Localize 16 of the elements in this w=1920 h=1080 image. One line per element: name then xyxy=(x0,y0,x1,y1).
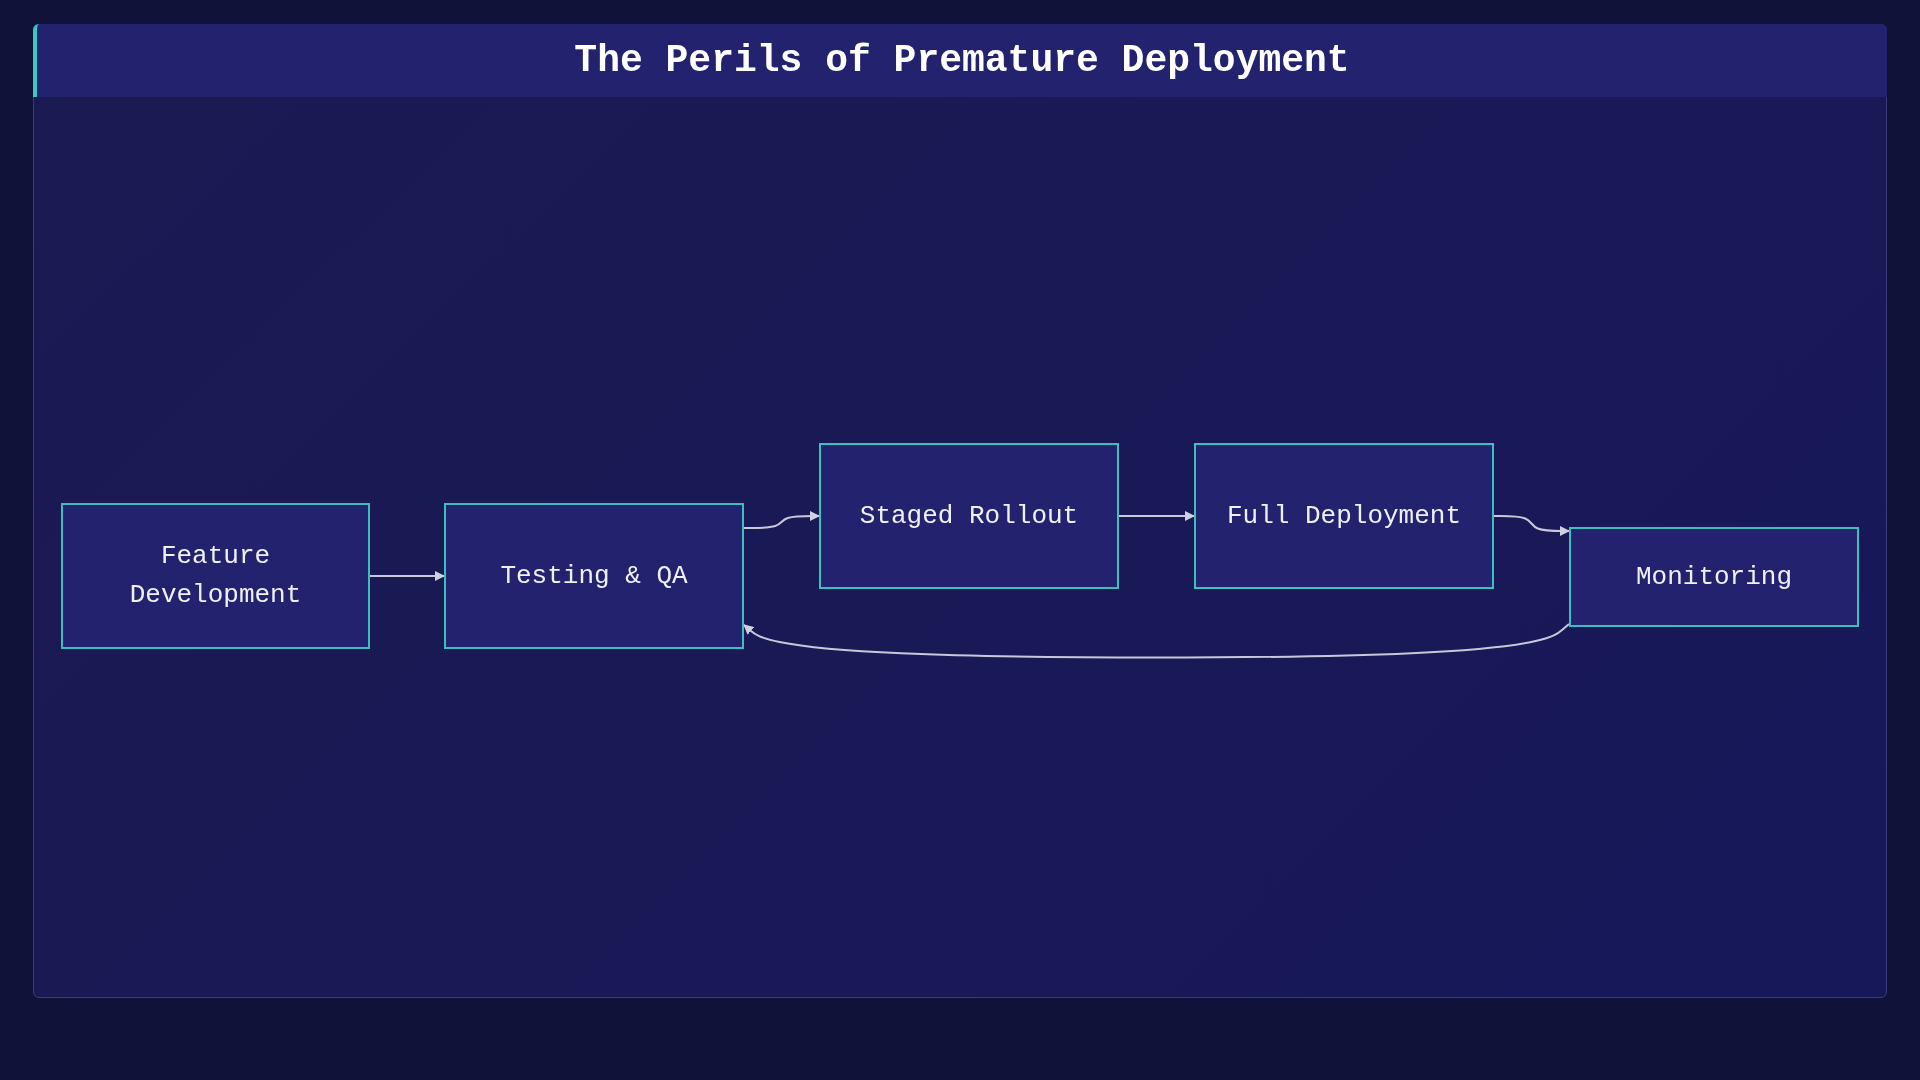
arrow xyxy=(1493,515,1570,536)
arrow xyxy=(369,571,445,581)
arrow xyxy=(743,623,1570,659)
node-label: Full Deployment xyxy=(1225,499,1462,533)
node-label: Testing & QA xyxy=(499,559,689,593)
node-label: Staged Rollout xyxy=(858,499,1080,533)
title: The Perils of Premature Deployment xyxy=(574,39,1350,82)
arrow xyxy=(1118,511,1195,521)
node-label: Monitoring xyxy=(1635,560,1793,594)
process-box xyxy=(1194,443,1494,589)
arrow xyxy=(743,511,820,529)
process-box xyxy=(819,443,1119,589)
process-box xyxy=(444,503,744,649)
process-box xyxy=(1569,527,1859,627)
node-label: Feature Development xyxy=(128,540,303,612)
process-box xyxy=(61,503,370,649)
